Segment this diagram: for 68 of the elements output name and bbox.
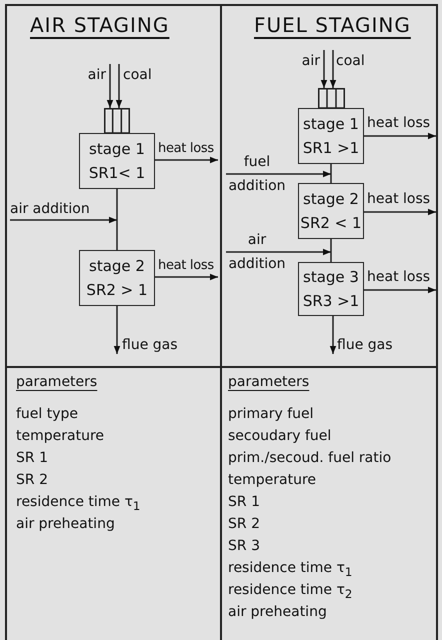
- flow-label: heat loss: [367, 112, 436, 136]
- flow-label: air: [78, 64, 110, 86]
- parameter-item: primary fuel: [228, 405, 314, 424]
- ratio-text: SR1< 1: [88, 163, 146, 184]
- column-heading: FUEL STAGING: [254, 12, 411, 38]
- arrow: [226, 170, 331, 178]
- parameter-item: temperature: [228, 471, 316, 490]
- parameter-item: SR 1: [16, 449, 48, 468]
- parameter-item: air preheating: [16, 515, 115, 534]
- section-heading: parameters: [16, 373, 98, 392]
- flow-label: flue gas: [337, 334, 409, 354]
- arrow: [320, 50, 328, 88]
- stage-name: stage 3: [303, 267, 359, 288]
- flow-label: fuel addition: [226, 150, 288, 198]
- ratio-text: SR2 > 1: [86, 280, 148, 301]
- ratio-text: SR1 >1: [302, 138, 360, 159]
- parameter-item: prim./secoud. fuel ratio: [228, 449, 392, 468]
- parameter-item: air preheating: [228, 603, 327, 622]
- arrow: [106, 64, 114, 108]
- burner-drawing: [318, 88, 345, 108]
- ratio-text: SR2 < 1: [300, 213, 362, 234]
- stage-box: [298, 183, 364, 239]
- flow-label: air addition: [226, 228, 288, 276]
- flow-label: heat loss: [158, 255, 218, 277]
- arrow: [155, 274, 218, 280]
- parameter-item: secoudary fuel: [228, 427, 332, 446]
- parameter-item: SR 2: [228, 515, 260, 534]
- flow-label: heat loss: [367, 266, 436, 290]
- connector-line: [116, 189, 118, 250]
- parameter-item: residence time τ$_{1}$: [228, 559, 352, 581]
- stage-box: [298, 108, 364, 164]
- arrow: [10, 216, 117, 224]
- arrow: [364, 286, 436, 294]
- stage-name: stage 1: [303, 114, 359, 135]
- flow-label: flue gas: [122, 334, 194, 354]
- arrow: [364, 208, 436, 216]
- parameter-item: temperature: [16, 427, 104, 446]
- flow-label: heat loss: [158, 138, 218, 160]
- parameter-item: SR 1: [228, 493, 260, 512]
- stage-name: stage 2: [303, 189, 359, 210]
- stage-box: [298, 262, 364, 316]
- arrow: [116, 64, 122, 108]
- stage-name: stage 1: [89, 139, 145, 160]
- parameter-item: SR 2: [16, 471, 48, 490]
- arrow: [226, 248, 331, 256]
- flow-label: air addition: [10, 198, 110, 220]
- stage-box: [79, 250, 155, 306]
- flow-label: coal: [120, 64, 160, 86]
- arrow: [364, 132, 436, 140]
- stage-box: [79, 133, 155, 189]
- connector-line: [330, 164, 332, 183]
- flow-label: air: [292, 50, 324, 72]
- column-heading: AIR STAGING: [30, 12, 170, 38]
- parameter-item: SR 3: [228, 537, 260, 556]
- arrow: [114, 306, 120, 354]
- parameter-item: fuel type: [16, 405, 78, 424]
- connector-line: [330, 239, 332, 262]
- arrow: [330, 50, 336, 88]
- parameter-item: residence time τ$_{2}$: [228, 581, 352, 603]
- flow-label: heat loss: [367, 188, 436, 212]
- section-heading: parameters: [228, 373, 310, 392]
- ratio-text: SR3 >1: [302, 291, 360, 312]
- parameter-item: residence time τ$_{1}$: [16, 493, 140, 515]
- arrow: [155, 156, 218, 164]
- burner-drawing: [104, 108, 130, 133]
- stage-name: stage 2: [89, 256, 145, 277]
- flow-label: coal: [333, 50, 375, 72]
- arrow: [330, 316, 336, 354]
